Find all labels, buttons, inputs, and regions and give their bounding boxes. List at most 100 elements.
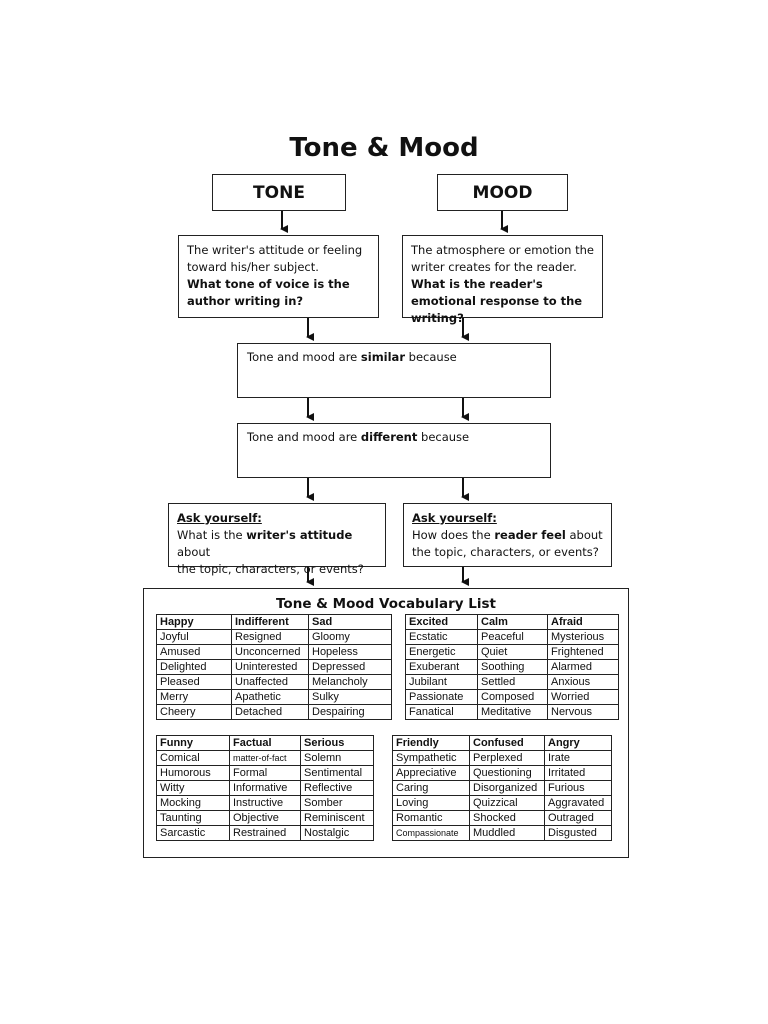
tone-heading-box: TONE <box>212 174 346 211</box>
vocab-word: Detached <box>231 704 309 720</box>
vocab-word: Frightened <box>547 644 619 660</box>
vocab-word: Caring <box>392 780 470 796</box>
mood-question: What is the reader's emotional response … <box>411 277 583 325</box>
vocab-word: Informative <box>229 780 301 796</box>
page-title: Tone & Mood <box>289 133 479 163</box>
vocab-word: Cheery <box>156 704 232 720</box>
vocab-word: Settled <box>477 674 548 690</box>
vocab-word: Delighted <box>156 659 232 675</box>
ask-tone-box: Ask yourself: What is the writer's attit… <box>168 503 386 576</box>
vocab-word: Muddled <box>469 825 545 841</box>
vocab-word: Nervous <box>547 704 619 720</box>
vocab-word: Perplexed <box>469 750 545 766</box>
vocab-word: Hopeless <box>308 644 392 660</box>
ask-mood-label: Ask yourself: <box>412 511 497 525</box>
vocab-word: Disorganized <box>469 780 545 796</box>
ask-tone-label: Ask yourself: <box>177 511 262 525</box>
vocab-word: Despairing <box>308 704 392 720</box>
vocab-word: Composed <box>477 689 548 705</box>
vocab-column-header: Excited <box>405 614 478 630</box>
vocab-word: Joyful <box>156 629 232 645</box>
vocab-word: Fanatical <box>405 704 478 720</box>
vocab-word: Mysterious <box>547 629 619 645</box>
vocab-word: Sarcastic <box>156 825 230 841</box>
similar-emphasis: similar <box>360 350 405 364</box>
vocab-word: Pleased <box>156 674 232 690</box>
vocab-word: Objective <box>229 810 301 826</box>
tone-definition: The writer's attitude or feeling toward … <box>187 243 363 274</box>
vocab-word: Alarmed <box>547 659 619 675</box>
ask-mood-text: How does the <box>412 528 495 542</box>
vocab-word: Sentimental <box>300 765 374 781</box>
vocab-column-header: Friendly <box>392 735 470 751</box>
vocab-word: Meditative <box>477 704 548 720</box>
vocab-word: Unconcerned <box>231 644 309 660</box>
vocab-word: Reminiscent <box>300 810 374 826</box>
vocab-word: Sulky <box>308 689 392 705</box>
vocab-word: Nostalgic <box>300 825 374 841</box>
mood-heading-box: MOOD <box>437 174 568 211</box>
vocab-word: Unaffected <box>231 674 309 690</box>
mood-definition: The atmosphere or emotion the writer cre… <box>411 243 594 274</box>
vocab-word: Appreciative <box>392 765 470 781</box>
different-emphasis: different <box>360 430 418 444</box>
vocab-word: Anxious <box>547 674 619 690</box>
vocab-column-header: Happy <box>156 614 232 630</box>
vocab-word: Depressed <box>308 659 392 675</box>
vocab-column-header: Factual <box>229 735 301 751</box>
vocab-word: Jubilant <box>405 674 478 690</box>
vocab-word: Comical <box>156 750 230 766</box>
mood-definition-box: The atmosphere or emotion the writer cre… <box>402 235 603 325</box>
tone-definition-box: The writer's attitude or feeling toward … <box>178 235 379 318</box>
vocab-word: Merry <box>156 689 232 705</box>
vocab-word: Irritated <box>544 765 612 781</box>
ask-mood-line2: the topic, characters, or events? <box>412 545 599 559</box>
vocab-word: Gloomy <box>308 629 392 645</box>
vocab-column-header: Serious <box>300 735 374 751</box>
vocab-column-header: Indifferent <box>231 614 309 630</box>
vocab-word: Soothing <box>477 659 548 675</box>
vocab-word: Furious <box>544 780 612 796</box>
vocab-word: Questioning <box>469 765 545 781</box>
vocab-word: Quiet <box>477 644 548 660</box>
vocab-word: Outraged <box>544 810 612 826</box>
vocab-word: Instructive <box>229 795 301 811</box>
vocab-word: Apathetic <box>231 689 309 705</box>
vocab-column-header: Funny <box>156 735 230 751</box>
vocab-word: Somber <box>300 795 374 811</box>
vocab-word: Restrained <box>229 825 301 841</box>
vocab-word: Compassionate <box>392 825 470 841</box>
different-text-after: because <box>417 430 470 444</box>
vocab-word: Ecstatic <box>405 629 478 645</box>
vocab-column-header: Confused <box>469 735 545 751</box>
vocab-word: Romantic <box>392 810 470 826</box>
vocab-word: Quizzical <box>469 795 545 811</box>
vocab-word: Exuberant <box>405 659 478 675</box>
vocab-column-header: Angry <box>544 735 612 751</box>
vocab-word: Taunting <box>156 810 230 826</box>
vocab-word: Peaceful <box>477 629 548 645</box>
tone-heading: TONE <box>253 182 305 203</box>
